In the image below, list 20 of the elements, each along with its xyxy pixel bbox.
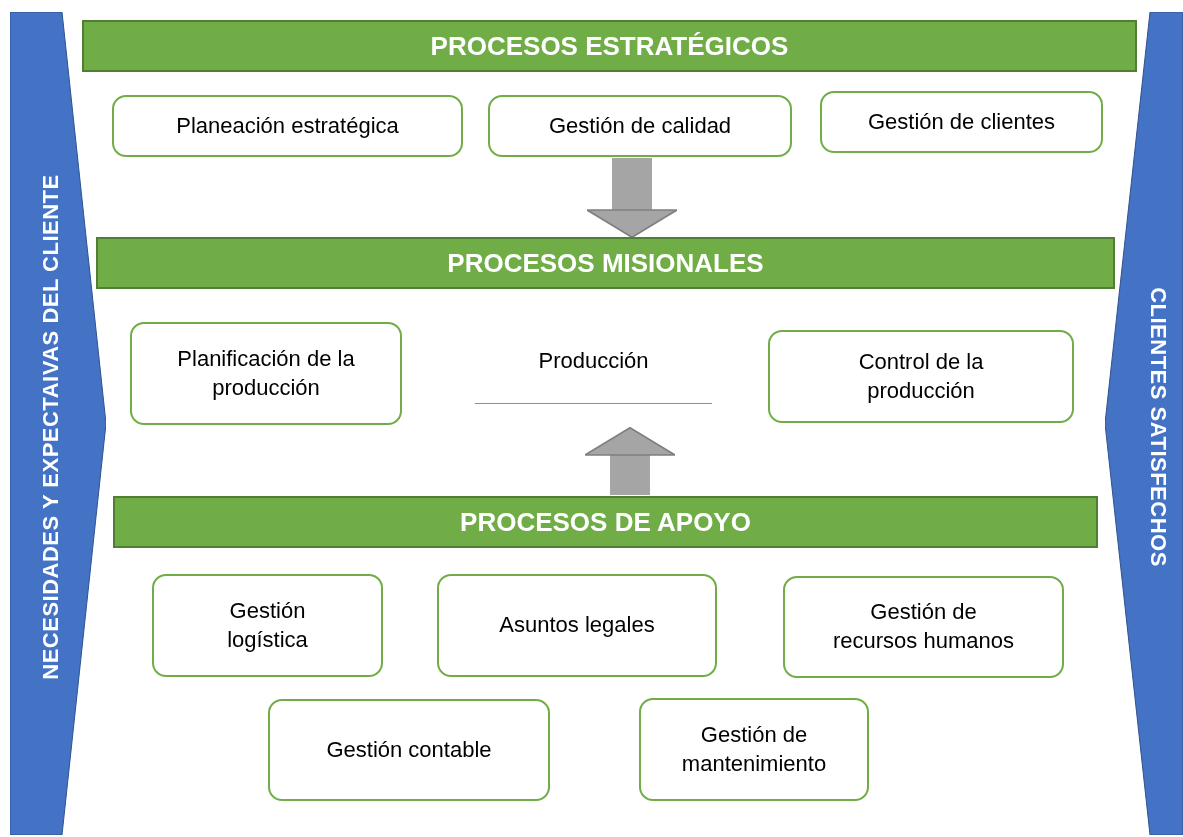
process-box: Planificación de la producción (130, 322, 402, 425)
process-box: Gestión logística (152, 574, 383, 677)
process-box: Gestión de clientes (820, 91, 1103, 153)
section-band: PROCESOS ESTRATÉGICOS (82, 20, 1137, 72)
section-band: PROCESOS DE APOYO (113, 496, 1098, 548)
process-box: Gestión de calidad (488, 95, 792, 157)
side-banner (10, 12, 106, 835)
process-box: Gestión de mantenimiento (639, 698, 869, 801)
process-label: Producción (475, 340, 712, 428)
banner-text: NECESIDADES Y EXPECTAIVAS DEL CLIENTE (37, 174, 64, 680)
process-box: Asuntos legales (437, 574, 717, 677)
banner-text: CLIENTES SATISFECHOS (1144, 287, 1171, 567)
block-arrow (584, 427, 676, 495)
side-banner (1105, 12, 1183, 835)
section-band: PROCESOS MISIONALES (96, 237, 1115, 289)
process-box: Planeación estratégica (112, 95, 463, 157)
process-box: Control de la producción (768, 330, 1074, 423)
block-arrow (586, 158, 678, 238)
process-box: Gestión contable (268, 699, 550, 801)
process-box: Gestión de recursos humanos (783, 576, 1064, 678)
